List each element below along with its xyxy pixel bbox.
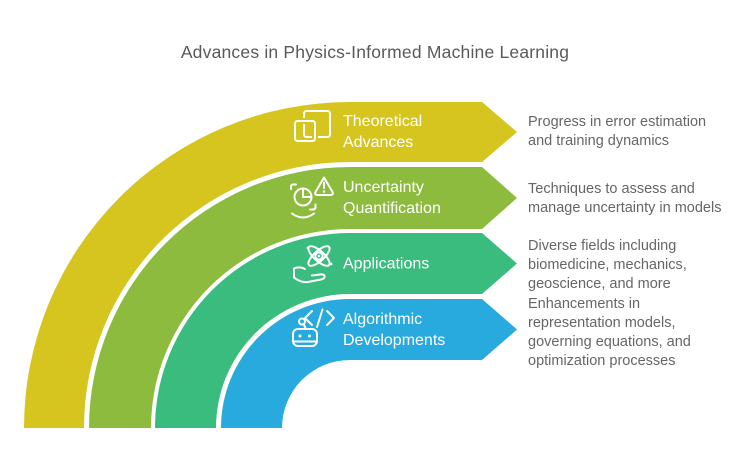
band-algorithmic-developments xyxy=(221,299,517,428)
robot-code-icon xyxy=(292,308,335,347)
band-description-applications: Diverse fields including biomedicine, me… xyxy=(528,238,687,292)
band-description-algorithmic-developments: Enhancements in representation models, g… xyxy=(528,296,691,369)
band-label-theoretical-advances: Theoretical Advances xyxy=(343,113,423,151)
band-description-uncertainty-quantification: Techniques to assess and manage uncertai… xyxy=(528,181,722,216)
band-label-applications: Applications xyxy=(343,255,430,272)
band-label-algorithmic-developments: Algorithmic Developments xyxy=(343,310,446,349)
band-label-uncertainty-quantification: Uncertainty Quantification xyxy=(343,179,441,217)
band-applications xyxy=(155,233,517,428)
page-title: Advances in Physics-Informed Machine Lea… xyxy=(180,42,570,62)
hand-atom-icon xyxy=(293,245,333,284)
uncertainty-alert-icon xyxy=(290,176,334,219)
overlapping-squares-icon xyxy=(292,110,331,144)
band-description-theoretical-advances: Progress in error estimation and trainin… xyxy=(528,114,707,149)
band-theoretical-advances xyxy=(24,102,517,428)
band-uncertainty-quantification xyxy=(89,167,517,428)
